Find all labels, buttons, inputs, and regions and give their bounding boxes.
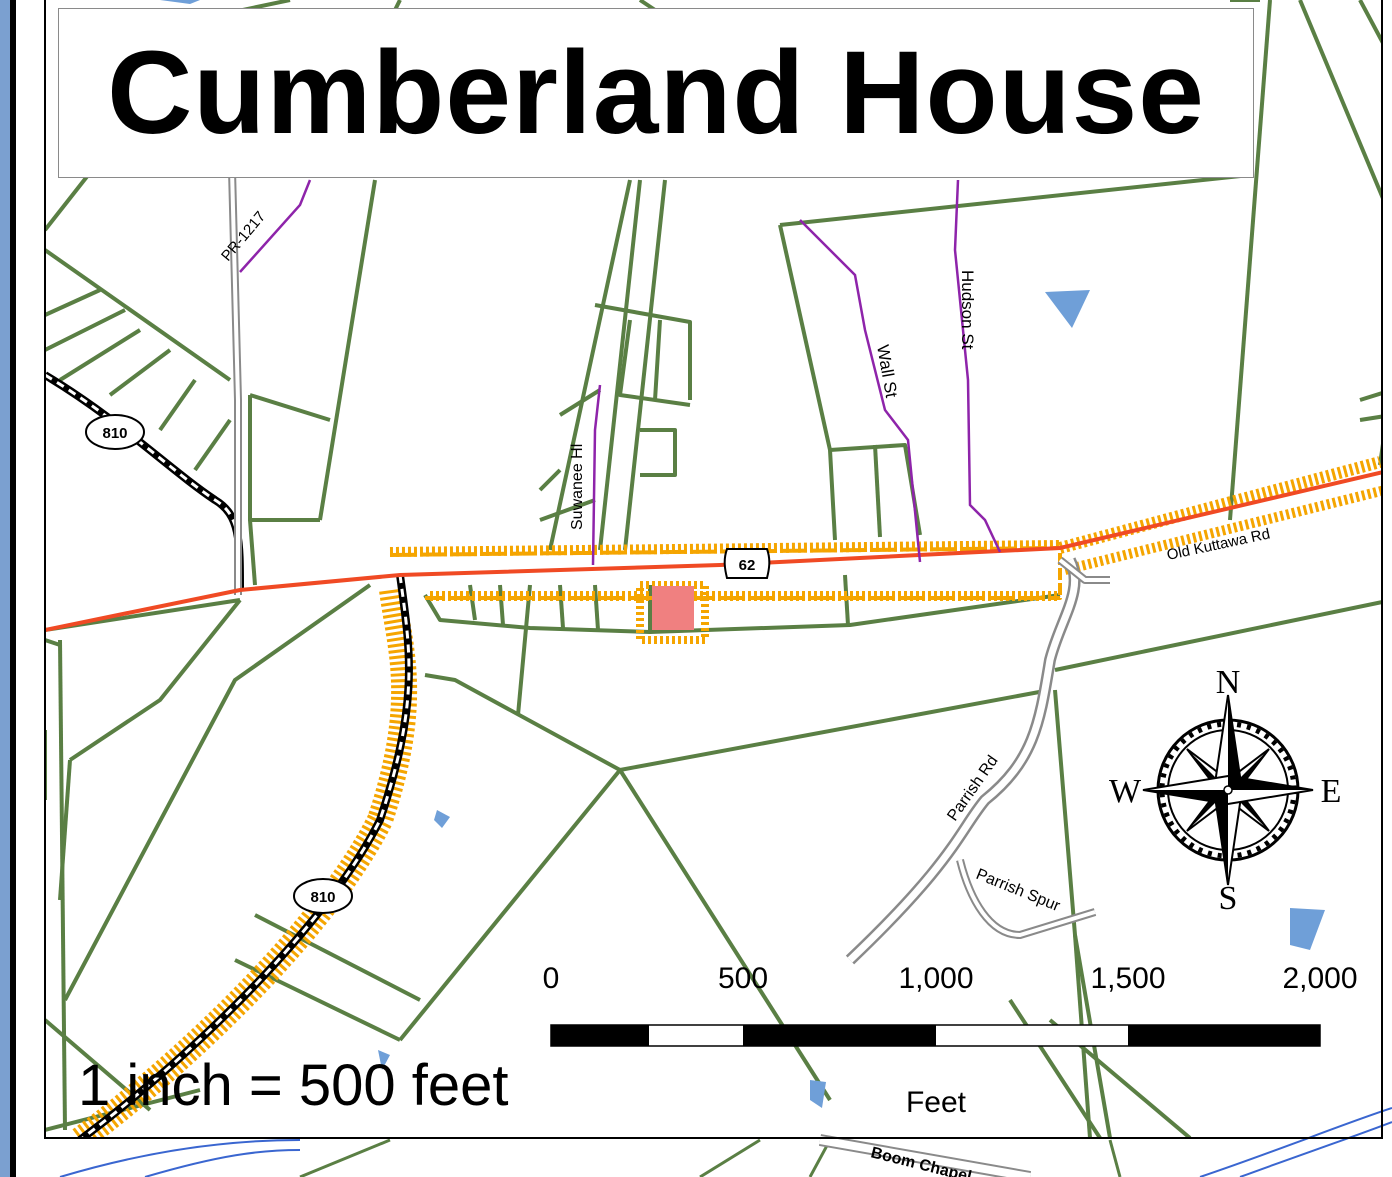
svg-text:810: 810 <box>310 889 335 906</box>
scale-tick-1: 500 <box>718 962 768 995</box>
scale-tick-0: 0 <box>543 962 560 995</box>
scale-unit: Feet <box>906 1086 967 1119</box>
local-roads <box>239 179 1002 566</box>
ky-810-shield-lower: 810 <box>293 878 353 914</box>
compass-north: N <box>1216 664 1241 701</box>
scale-tick-4: 2,000 <box>1282 962 1357 995</box>
map-title: Cumberland House <box>107 27 1205 159</box>
us-62-road <box>45 470 1382 632</box>
map-frame <box>44 0 1383 1139</box>
title-box: Cumberland House <box>58 8 1254 178</box>
parcel-lines <box>45 0 1382 1138</box>
parrish-rd <box>845 556 1110 965</box>
svg-text:810: 810 <box>102 425 127 442</box>
water-bodies <box>160 0 1325 1108</box>
road-label-hudson-st: Hudson St <box>958 270 977 350</box>
road-label-suwanee: Suwanee Hl <box>569 444 586 530</box>
compass-rose: N S W E <box>1109 664 1341 917</box>
svg-text:62: 62 <box>739 557 756 574</box>
site-parcel <box>652 586 694 630</box>
us-62-shield: 62 <box>723 548 771 579</box>
compass-south: S <box>1219 880 1238 917</box>
compass-east: E <box>1321 773 1342 810</box>
scale-tick-2: 1,000 <box>898 962 973 995</box>
ky-810-shield-upper: 810 <box>85 414 145 450</box>
scale-bar: 0 500 1,000 1,500 2,000 Feet <box>543 962 1358 1119</box>
scale-tick-3: 1,500 <box>1090 962 1165 995</box>
left-band <box>0 0 10 1177</box>
compass-west: W <box>1109 773 1142 810</box>
scale-statement: 1 inch = 500 feet <box>78 1053 509 1118</box>
